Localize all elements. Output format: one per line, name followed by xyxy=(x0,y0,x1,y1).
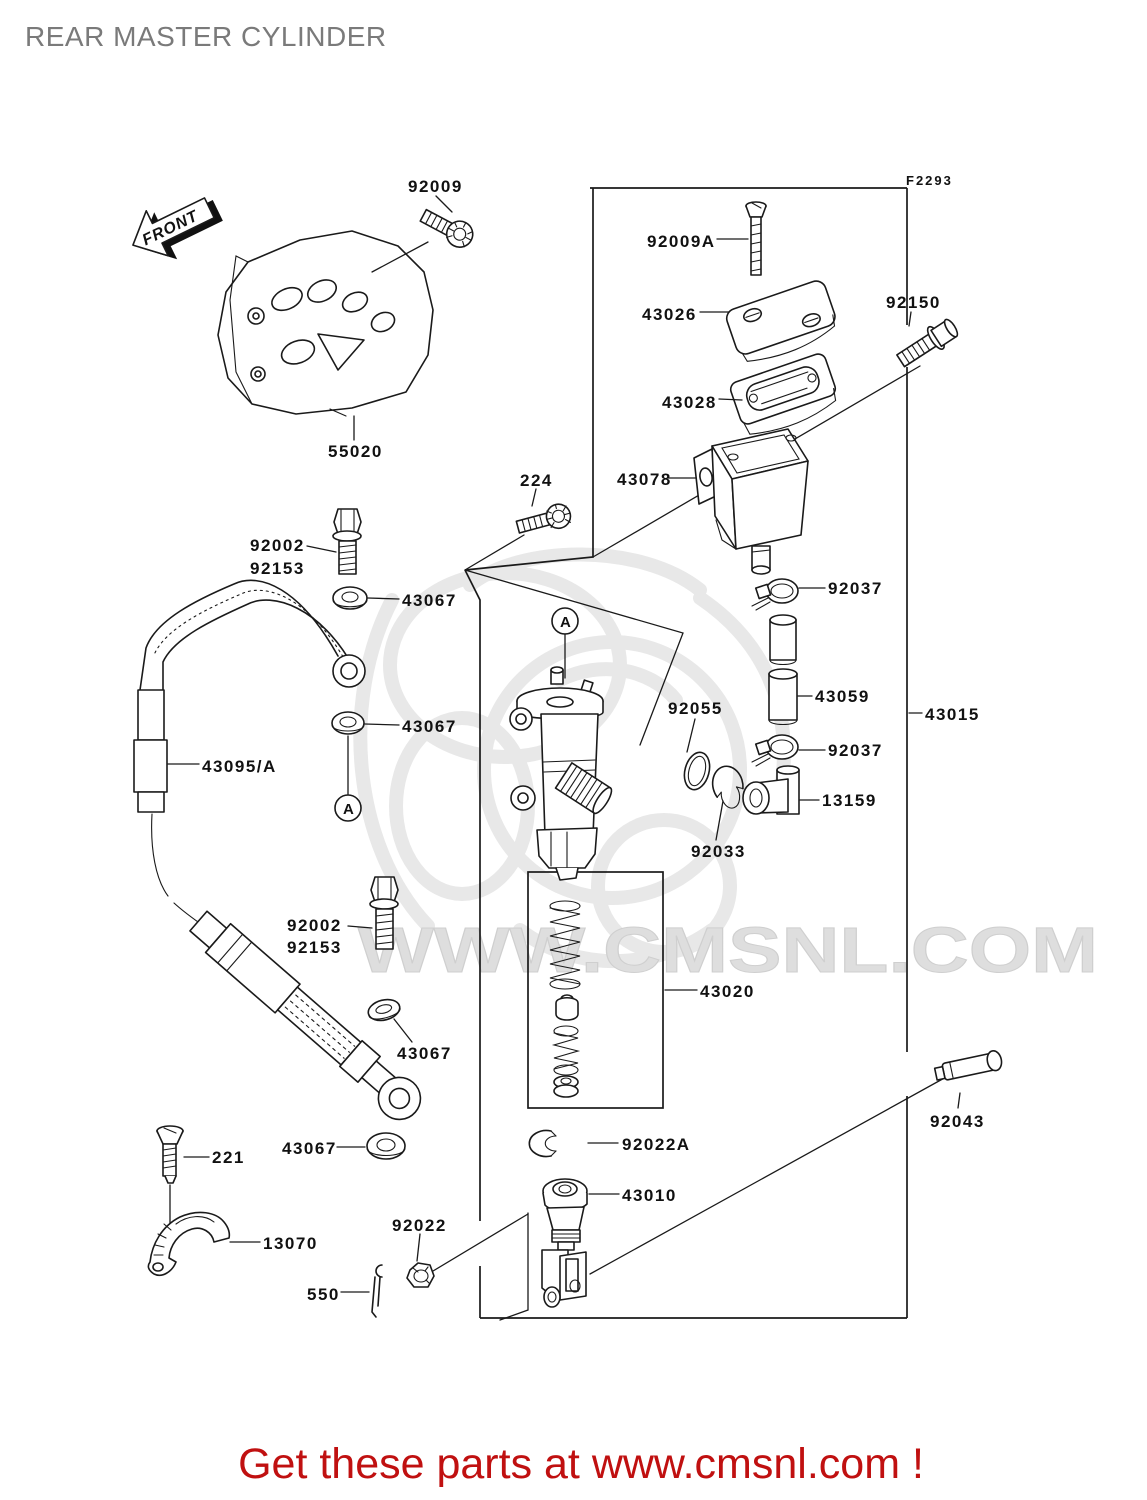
part-label-92055: 92055 xyxy=(668,699,723,718)
part-43028-plate xyxy=(729,353,837,435)
part-label-550: 550 xyxy=(307,1285,340,1304)
part-92002-bolt-1 xyxy=(332,508,362,575)
svg-text:A: A xyxy=(343,801,354,818)
part-92002-bolt-2 xyxy=(369,876,399,950)
part-label-13159: 13159 xyxy=(822,791,877,810)
part-labels: 92009 92009A 43026 43028 92150 43078 920… xyxy=(202,177,985,1304)
part-92037-clamp-1 xyxy=(751,578,799,611)
front-arrow: FRONT xyxy=(132,197,223,260)
part-label-43078: 43078 xyxy=(617,470,672,489)
part-label-224: 224 xyxy=(520,471,553,490)
part-43067-washer-4 xyxy=(366,1132,406,1160)
part-92150-bolt xyxy=(896,318,959,368)
part-92055-oring xyxy=(683,751,711,791)
part-label-92037-1: 92037 xyxy=(828,579,883,598)
part-label-221: 221 xyxy=(212,1148,245,1167)
detail-marker-a-1: A xyxy=(551,607,579,679)
part-label-92150: 92150 xyxy=(886,293,941,312)
part-224-screw xyxy=(515,503,572,534)
part-43095-hose xyxy=(133,579,422,1121)
part-label-92043: 92043 xyxy=(930,1112,985,1131)
part-43067-washer-1 xyxy=(332,586,368,610)
part-label-92037-2: 92037 xyxy=(828,741,883,760)
part-92033-snap-ring xyxy=(711,765,744,809)
part-92009a-screw xyxy=(745,201,767,276)
part-master-cylinder-body xyxy=(509,666,613,881)
part-92022a-snap-ring xyxy=(528,1129,557,1158)
part-13159-joint xyxy=(742,765,800,815)
part-label-92022: 92022 xyxy=(392,1216,447,1235)
part-label-43015: 43015 xyxy=(925,705,980,724)
part-label-92022a: 92022A xyxy=(622,1135,691,1154)
part-label-13070: 13070 xyxy=(263,1234,318,1253)
part-label-92153-1: 92153 xyxy=(250,559,305,578)
part-label-92002-2: 92002 xyxy=(287,916,342,935)
svg-text:A: A xyxy=(560,614,571,631)
part-92037-clamp-2 xyxy=(751,734,799,767)
part-label-43010: 43010 xyxy=(622,1186,677,1205)
part-hose-tube xyxy=(769,614,797,666)
part-43078-reservoir xyxy=(693,428,809,575)
leader-lines xyxy=(167,195,961,1293)
part-label-43020: 43020 xyxy=(700,982,755,1001)
part-label-43028: 43028 xyxy=(662,393,717,412)
part-92009-screw xyxy=(419,208,474,248)
detail-marker-a-2: A xyxy=(334,735,362,822)
part-550-cotter-pin xyxy=(371,1264,383,1318)
part-label-43059: 43059 xyxy=(815,687,870,706)
part-label-43067-3: 43067 xyxy=(397,1044,452,1063)
part-43059-hose xyxy=(768,668,798,726)
figure-code: F2293 xyxy=(906,173,953,188)
cmsnl-banner-text: Get these parts at www.cmsnl.com ! xyxy=(238,1440,924,1488)
part-43026-cap xyxy=(725,280,836,362)
part-label-43067-4: 43067 xyxy=(282,1139,337,1158)
part-13070-clamp xyxy=(147,1211,231,1277)
part-43010-push-rod xyxy=(541,1178,588,1308)
part-label-92033: 92033 xyxy=(691,842,746,861)
part-label-43067-2: 43067 xyxy=(402,717,457,736)
part-92022-nut xyxy=(406,1262,435,1288)
kit-box-43020 xyxy=(527,871,664,1109)
part-label-55020: 55020 xyxy=(328,442,383,461)
part-label-43026: 43026 xyxy=(642,305,697,324)
part-label-92002-1: 92002 xyxy=(250,536,305,555)
part-label-92009: 92009 xyxy=(408,177,463,196)
part-92043-pin xyxy=(933,1050,1003,1081)
part-43067-washer-3 xyxy=(367,998,401,1022)
part-43020-kit-contents xyxy=(549,900,581,1098)
part-label-92153-2: 92153 xyxy=(287,938,342,957)
part-55020-bracket xyxy=(217,230,434,417)
watermark-text: WWW.CMSNL.COM xyxy=(358,914,1098,986)
part-label-43067-1: 43067 xyxy=(402,591,457,610)
page-title: REAR MASTER CYLINDER xyxy=(25,21,387,52)
group-outline-43015 xyxy=(464,187,908,1319)
part-label-43095: 43095/A xyxy=(202,757,277,776)
part-43067-washer-2 xyxy=(331,711,365,735)
part-label-92009a: 92009A xyxy=(647,232,716,251)
